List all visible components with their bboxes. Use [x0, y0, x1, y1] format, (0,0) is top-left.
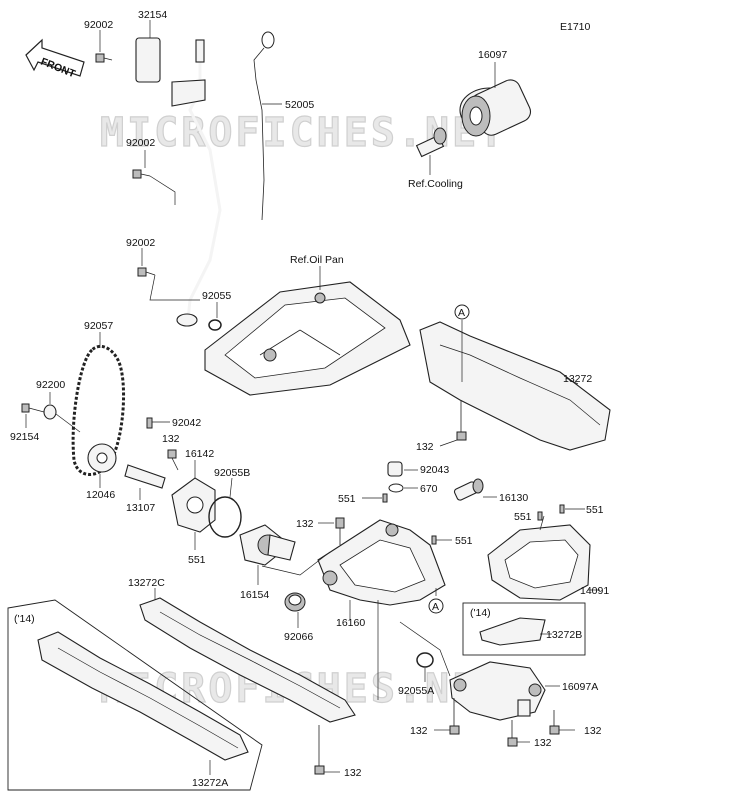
label-16160: 16160: [336, 617, 365, 629]
o-ring-670-icon: [388, 483, 404, 493]
pump-cover-16142-part: [171, 477, 216, 533]
diagram-code: E1710: [560, 21, 591, 33]
dipstick-tube-part: [135, 37, 222, 327]
label-132-g: 132: [344, 767, 362, 779]
callout-a-circle-bottom: [428, 598, 444, 614]
label-92154: 92154: [10, 431, 39, 443]
label-132-a: 132: [162, 433, 180, 445]
label-670: 670: [420, 483, 438, 495]
label-13272: 13272: [563, 373, 592, 385]
sprocket-12046-part: [87, 443, 117, 473]
label-551-b: 551: [338, 493, 356, 505]
pin-551-e-icon: [559, 504, 565, 514]
bolt-92002-low-icon: [137, 267, 156, 277]
label-132-d: 132: [410, 725, 428, 737]
label-16097: 16097: [478, 49, 507, 61]
label-13272c: 13272C: [128, 577, 165, 589]
label-92043: 92043: [420, 464, 449, 476]
label-14091: 14091: [580, 585, 609, 597]
pump-body-16160-part: [317, 519, 446, 606]
label-92042: 92042: [172, 417, 201, 429]
callout-a-circle-top: [454, 304, 470, 320]
callout-a-bottom: A: [432, 601, 439, 613]
washer-92200-icon: [43, 404, 57, 420]
bolt-132-e-icon: [507, 720, 518, 747]
pin-551-c-icon: [431, 535, 437, 545]
bolt-132-f-icon: [549, 710, 560, 735]
pin-92042-icon: [146, 417, 153, 429]
label-16142: 16142: [185, 448, 214, 460]
filter-fitting-part: [415, 127, 447, 158]
label-92002-top: 92002: [84, 19, 113, 31]
oil-cooler-16097a-part: [449, 661, 546, 721]
callout-a-top: A: [458, 307, 465, 319]
label-32154: 32154: [138, 9, 167, 21]
bolt-132-c-icon: [335, 517, 345, 545]
baffle-plate-13272a-part: [37, 631, 249, 761]
label-13272a: 13272A: [192, 777, 228, 789]
label-132-f: 132: [584, 725, 602, 737]
oil-filter-part: [459, 79, 532, 137]
year-box-right: [462, 602, 586, 656]
label-92057: 92057: [84, 320, 113, 332]
o-ring-92055a-icon: [416, 652, 434, 668]
label-551-d: 551: [514, 511, 532, 523]
label-551-e: 551: [586, 504, 604, 516]
label-92055b: 92055B: [214, 467, 250, 479]
label-52005: 52005: [285, 99, 314, 111]
label-92200: 92200: [36, 379, 65, 391]
baffle-plate-13272c-part: [139, 597, 356, 723]
year-box-left-label: ('14): [14, 613, 35, 625]
pin-551-b-icon: [382, 493, 388, 503]
year-box-right-label: ('14): [470, 607, 491, 619]
gasket-92055b-icon: [208, 496, 242, 538]
bolt-92002-mid-icon: [132, 169, 151, 179]
label-132-c: 132: [296, 518, 314, 530]
label-92002-mid: 92002: [126, 137, 155, 149]
baffle-plate-13272-part: [419, 321, 611, 451]
label-ref-cooling: Ref.Cooling: [408, 178, 463, 190]
baffle-plate-13272b-part: [479, 617, 546, 646]
bolt-92154-icon: [21, 403, 45, 413]
rotor-16154-part: [239, 524, 296, 566]
plate-14091-part: [487, 524, 591, 601]
label-12046: 12046: [86, 489, 115, 501]
label-92066: 92066: [284, 631, 313, 643]
screen-92066-part: [284, 592, 306, 612]
o-ring-92055-icon: [208, 319, 222, 331]
bolt-132-a-icon: [167, 449, 179, 471]
label-16097a: 16097A: [562, 681, 598, 693]
label-13107: 13107: [126, 502, 155, 514]
label-132-e: 132: [534, 737, 552, 749]
relief-valve-16130-part: [453, 478, 484, 501]
label-551-a: 551: [188, 554, 206, 566]
year-box-left: [7, 599, 263, 791]
label-16154: 16154: [240, 589, 269, 601]
label-132-b: 132: [416, 441, 434, 453]
label-92055: 92055: [202, 290, 231, 302]
shaft-13107-part: [124, 464, 166, 489]
label-551-c: 551: [455, 535, 473, 547]
front-arrow-icon: FRONT: [25, 38, 85, 81]
label-ref-oil-pan: Ref.Oil Pan: [290, 254, 344, 266]
label-92002-low: 92002: [126, 237, 155, 249]
dowel-670-icon: [387, 461, 403, 477]
dipstick-part: [253, 31, 275, 221]
pin-551-d-icon: [537, 511, 543, 521]
bolt-132-g-icon: [314, 725, 325, 775]
label-92055a: 92055A: [398, 685, 434, 697]
bolt-132-b-icon: [456, 400, 467, 441]
bolt-92002-top-icon: [95, 53, 113, 63]
label-13272b: 13272B: [546, 629, 582, 641]
oil-pan-part: [204, 281, 411, 396]
label-16130: 16130: [499, 492, 528, 504]
